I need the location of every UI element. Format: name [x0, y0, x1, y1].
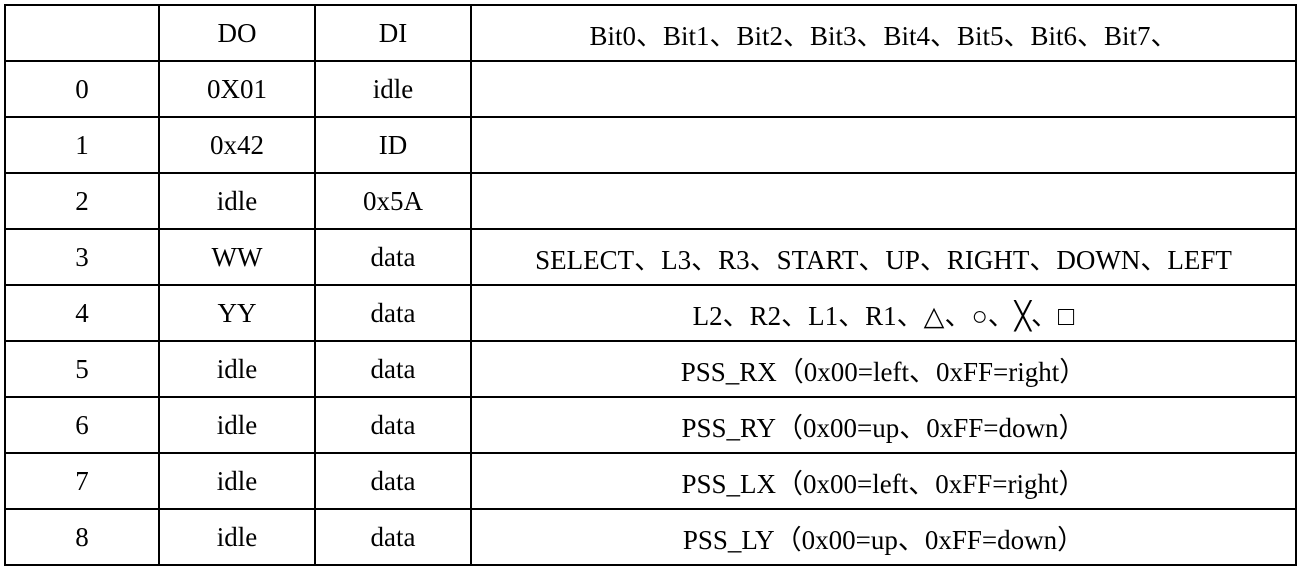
cell-do: idle: [158, 452, 316, 510]
cell-di: data: [314, 508, 472, 566]
cell-index: 8: [4, 508, 160, 566]
cell-index: 1: [4, 116, 160, 174]
header-do: DO: [158, 4, 316, 62]
cell-index: 6: [4, 396, 160, 454]
header-bits: Bit0、Bit1、Bit2、Bit3、Bit4、Bit5、Bit6、Bit7、: [470, 4, 1297, 62]
cell-index: 5: [4, 340, 160, 398]
cell-index: 7: [4, 452, 160, 510]
cell-index: 3: [4, 228, 160, 286]
cell-bits: [470, 172, 1297, 230]
cell-bits: SELECT、L3、R3、START、UP、RIGHT、DOWN、LEFT: [470, 228, 1297, 286]
cell-di: data: [314, 396, 472, 454]
header-index: [4, 4, 160, 62]
protocol-table: DO DI Bit0、Bit1、Bit2、Bit3、Bit4、Bit5、Bit6…: [4, 4, 1297, 566]
cell-di: data: [314, 452, 472, 510]
table-row: 0 0X01 idle: [4, 60, 1297, 118]
cell-do: 0x42: [158, 116, 316, 174]
table-row: 8 idle data PSS_LY（0x00=up、0xFF=down）: [4, 508, 1297, 566]
table-row: 5 idle data PSS_RX（0x00=left、0xFF=right）: [4, 340, 1297, 398]
cell-bits: PSS_LY（0x00=up、0xFF=down）: [470, 508, 1297, 566]
cell-di: data: [314, 284, 472, 342]
cell-di: data: [314, 228, 472, 286]
cell-index: 0: [4, 60, 160, 118]
cell-di: data: [314, 340, 472, 398]
cell-bits: [470, 116, 1297, 174]
table-container: DO DI Bit0、Bit1、Bit2、Bit3、Bit4、Bit5、Bit6…: [4, 4, 1297, 566]
cell-bits: PSS_RY（0x00=up、0xFF=down）: [470, 396, 1297, 454]
table-row: 3 WW data SELECT、L3、R3、START、UP、RIGHT、DO…: [4, 228, 1297, 286]
cell-do: idle: [158, 172, 316, 230]
table-header: DO DI Bit0、Bit1、Bit2、Bit3、Bit4、Bit5、Bit6…: [4, 4, 1297, 62]
cell-bits: [470, 60, 1297, 118]
cell-do: idle: [158, 340, 316, 398]
cell-di: ID: [314, 116, 472, 174]
table-row: 2 idle 0x5A: [4, 172, 1297, 230]
table-row: 6 idle data PSS_RY（0x00=up、0xFF=down）: [4, 396, 1297, 454]
cell-index: 2: [4, 172, 160, 230]
table-row: 4 YY data L2、R2、L1、R1、△、○、╳、□: [4, 284, 1297, 342]
table-row: 1 0x42 ID: [4, 116, 1297, 174]
cell-index: 4: [4, 284, 160, 342]
cell-bits: L2、R2、L1、R1、△、○、╳、□: [470, 284, 1297, 342]
cell-do: 0X01: [158, 60, 316, 118]
cell-bits: PSS_LX（0x00=left、0xFF=right）: [470, 452, 1297, 510]
table-row: 7 idle data PSS_LX（0x00=left、0xFF=right）: [4, 452, 1297, 510]
header-di: DI: [314, 4, 472, 62]
cell-di: 0x5A: [314, 172, 472, 230]
header-row: DO DI Bit0、Bit1、Bit2、Bit3、Bit4、Bit5、Bit6…: [4, 4, 1297, 62]
cell-do: idle: [158, 508, 316, 566]
cell-do: idle: [158, 396, 316, 454]
cell-do: YY: [158, 284, 316, 342]
cell-bits: PSS_RX（0x00=left、0xFF=right）: [470, 340, 1297, 398]
table-body: 0 0X01 idle 1 0x42 ID 2 idle 0x5A 3 WW d…: [4, 60, 1297, 566]
cell-di: idle: [314, 60, 472, 118]
cell-do: WW: [158, 228, 316, 286]
